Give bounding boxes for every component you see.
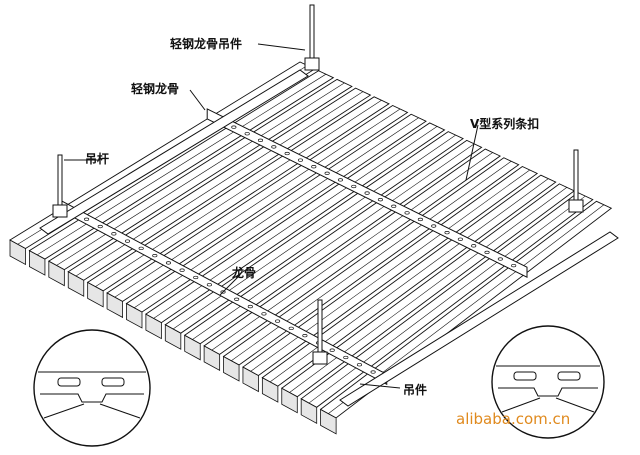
keel-hole bbox=[311, 165, 317, 169]
hanger-rod-top-clip bbox=[304, 57, 320, 71]
keel-hole bbox=[417, 217, 423, 222]
leader-hanger-main bbox=[257, 43, 306, 51]
leader-main-keel bbox=[189, 89, 206, 111]
strip-groove bbox=[172, 134, 456, 330]
strip-groove bbox=[231, 161, 512, 361]
label-hanger-rod: 吊杆 bbox=[85, 152, 110, 166]
main-keel-right bbox=[339, 231, 619, 407]
detail-circle-left-fold-left bbox=[43, 403, 85, 419]
keel-hole bbox=[297, 158, 304, 162]
strip-groove bbox=[269, 178, 549, 383]
keel-hole bbox=[484, 250, 490, 255]
keel-hole bbox=[288, 326, 294, 331]
keel-hole bbox=[391, 204, 397, 208]
strip-groove bbox=[211, 152, 493, 351]
keel-hole bbox=[284, 151, 290, 156]
keel-hole bbox=[244, 132, 250, 136]
keel-hole bbox=[138, 246, 144, 251]
strip-groove bbox=[134, 117, 419, 309]
detail-circle-right-profile bbox=[498, 387, 598, 397]
strip-groove bbox=[153, 126, 438, 319]
detail-circle-right-fold-right bbox=[555, 397, 595, 413]
keel-rails bbox=[39, 69, 619, 407]
label-keel: 龙骨 bbox=[232, 266, 257, 280]
leader-keel bbox=[219, 274, 241, 296]
strip-groove bbox=[75, 91, 364, 277]
keel-hole bbox=[271, 145, 277, 149]
label-light-steel-keel-hanger: 轻钢龙骨吊件 bbox=[170, 37, 243, 51]
keel-hole bbox=[84, 217, 90, 221]
keel-hole bbox=[111, 232, 117, 236]
keel-hole bbox=[261, 312, 267, 316]
keel-hole bbox=[343, 355, 349, 360]
hanger-rods bbox=[52, 4, 584, 365]
hanger-rod-bottom-clip bbox=[312, 351, 328, 365]
hanger-rod-right-clip bbox=[568, 199, 584, 213]
strip-groove bbox=[56, 82, 345, 266]
keel-hole bbox=[165, 261, 172, 265]
keel-hole bbox=[337, 178, 344, 182]
detail-circle-left-profile bbox=[40, 393, 144, 403]
detail-circle-right bbox=[491, 325, 605, 439]
strip-groove bbox=[192, 143, 475, 340]
keel-hole bbox=[124, 239, 131, 243]
keel-hole bbox=[231, 125, 237, 129]
strip-groove bbox=[37, 73, 327, 256]
keel-hole bbox=[457, 237, 463, 241]
keel-hole bbox=[444, 230, 450, 235]
leader-lines bbox=[64, 43, 479, 389]
keel-hole bbox=[97, 224, 103, 229]
keel-hole bbox=[497, 257, 503, 261]
watermark-text: alibaba.com.cn bbox=[456, 410, 571, 428]
detail-circle-left-slot-left bbox=[57, 377, 81, 387]
keel-hole bbox=[329, 348, 335, 352]
keel-hole bbox=[257, 138, 264, 142]
keel-hole bbox=[179, 268, 185, 272]
keel-hole bbox=[324, 171, 330, 175]
strip-groove bbox=[250, 169, 530, 372]
keel-hole bbox=[511, 263, 517, 268]
keel-hole bbox=[404, 211, 410, 215]
keel-hole bbox=[152, 254, 158, 258]
detail-circle-right-slot-right bbox=[557, 371, 581, 381]
keel-hole bbox=[247, 304, 253, 309]
keel-hole bbox=[302, 334, 308, 338]
keel-hole bbox=[206, 283, 212, 287]
keel-hole bbox=[377, 198, 383, 202]
detail-circle-left-slot-right bbox=[101, 377, 125, 387]
keel-hole bbox=[193, 275, 199, 280]
keel-hole bbox=[431, 224, 437, 228]
keel-hole bbox=[275, 319, 281, 323]
leader-hanger bbox=[359, 383, 401, 389]
strip-groove bbox=[289, 187, 568, 393]
strip-groove bbox=[114, 108, 401, 298]
detail-circle-right-slot-left bbox=[513, 371, 537, 381]
hanger-rod-left-clip bbox=[52, 204, 68, 218]
label-light-steel-keel: 轻钢龙骨 bbox=[131, 82, 180, 96]
leader-v-strip bbox=[465, 124, 479, 181]
detail-circle-right-fold-left bbox=[501, 397, 541, 413]
detail-circle-left bbox=[33, 329, 151, 447]
keel-hole bbox=[364, 191, 370, 195]
keel-hole bbox=[234, 297, 240, 301]
detail-circles bbox=[33, 325, 605, 447]
detail-circle-left-fold-right bbox=[99, 403, 141, 419]
label-hanger: 吊件 bbox=[403, 383, 428, 397]
keel-hole bbox=[356, 363, 363, 367]
keel-hole bbox=[370, 370, 376, 374]
keel-hole bbox=[471, 244, 477, 248]
strip-groove bbox=[308, 195, 586, 404]
main-keel-left bbox=[39, 69, 309, 235]
strip-groove bbox=[95, 100, 382, 287]
keel-hole bbox=[351, 184, 357, 189]
label-v-strip-series: V型系列条扣 bbox=[470, 117, 540, 131]
